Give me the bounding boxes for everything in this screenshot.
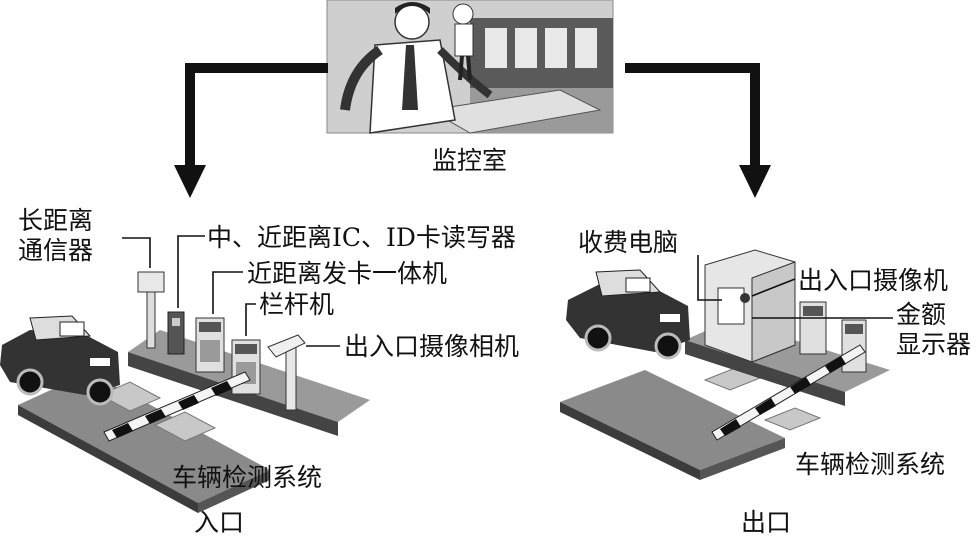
monitor-room-label: 监控室 bbox=[432, 148, 507, 173]
amount-display-label: 金额 显示器 bbox=[896, 300, 971, 359]
entrance-camera-label: 出入口摄像相机 bbox=[344, 334, 519, 359]
exit-camera-label: 出入口摄像机 bbox=[798, 268, 948, 293]
barrier-label: 栏杆机 bbox=[259, 292, 334, 317]
amount-display-line2: 显示器 bbox=[896, 330, 971, 360]
exit-caption: 出口 bbox=[741, 510, 791, 535]
arrow-to-exit bbox=[625, 68, 771, 198]
exit-car bbox=[566, 270, 690, 358]
toll-computer-label: 收费电脑 bbox=[578, 230, 678, 255]
monitor-room-photo bbox=[327, 0, 613, 133]
exit-vehicle-detection-label: 车辆检测系统 bbox=[795, 452, 945, 477]
entrance-vehicle-detection-label: 车辆检测系统 bbox=[172, 465, 322, 490]
ic-reader-label: 中、近距离IC、ID卡读写器 bbox=[207, 225, 516, 250]
entrance-caption: 入口 bbox=[194, 510, 244, 535]
card-issuer-label: 近距离发卡一体机 bbox=[247, 261, 447, 286]
amount-display-line1: 金额 bbox=[896, 300, 971, 330]
long-range-comm-label: 长距离 通信器 bbox=[18, 206, 93, 265]
long-range-comm-line2: 通信器 bbox=[18, 236, 93, 266]
arrow-to-entrance bbox=[174, 68, 328, 198]
long-range-comm-line1: 长距离 bbox=[18, 206, 93, 236]
